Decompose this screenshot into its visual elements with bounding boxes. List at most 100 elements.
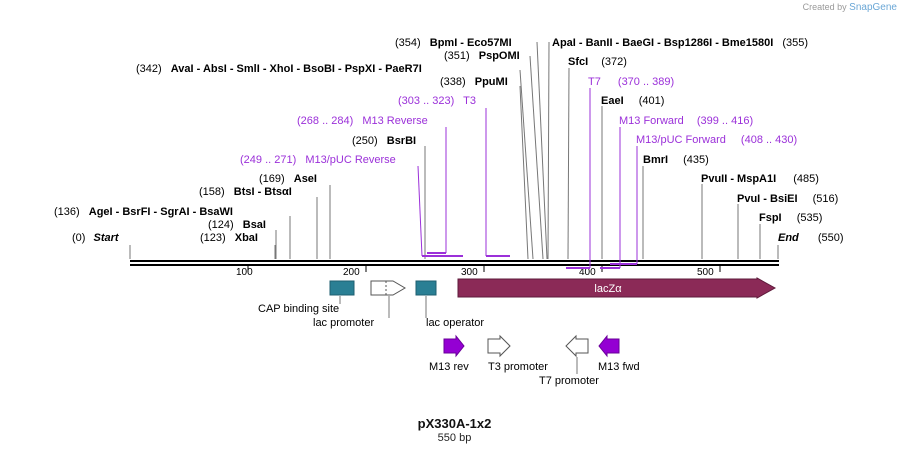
t7-range: (370 .. 389) bbox=[618, 76, 674, 88]
cap-binding-site-box[interactable] bbox=[329, 280, 355, 296]
ruler-label-400: 400 bbox=[579, 267, 596, 278]
cap-binding-site-label: CAP binding site bbox=[258, 303, 339, 315]
bsrbi-site-label[interactable]: (250) BsrBI bbox=[352, 135, 416, 147]
agei-site-label[interactable]: (136) AgeI - BsrFI - SgrAI - BsaWI bbox=[54, 206, 233, 218]
m13-forward-name: M13 Forward bbox=[619, 115, 684, 127]
ruler: 100 200 300 400 500 bbox=[236, 265, 721, 278]
xbai-pos: (123) bbox=[200, 232, 226, 244]
end-pos: (550) bbox=[818, 232, 844, 244]
agei-name: AgeI - BsrFI - SgrAI - BsaWI bbox=[89, 206, 233, 218]
pvui-pos: (516) bbox=[813, 193, 839, 205]
ppumi-pos: (338) bbox=[440, 76, 466, 88]
fspi-pos: (535) bbox=[797, 212, 823, 224]
start-pos: (0) bbox=[72, 232, 85, 244]
pvui-site-label[interactable]: PvuI - BsiEI (516) bbox=[737, 193, 838, 205]
apai-leader bbox=[547, 41, 550, 260]
bsai-site-label[interactable]: (124) BsaI bbox=[208, 219, 266, 231]
pspomi-pos: (351) bbox=[444, 50, 470, 62]
avai-site-label[interactable]: (342) AvaI - AbsI - SmlI - XhoI - BsoBI … bbox=[136, 63, 422, 75]
bsrbi-pos: (250) bbox=[352, 135, 378, 147]
sfci-name: SfcI bbox=[568, 56, 588, 68]
eaei-pos: (401) bbox=[639, 95, 665, 107]
bmri-site-label[interactable]: BmrI (435) bbox=[643, 154, 709, 166]
t3-promoter-label: T3 promoter bbox=[488, 361, 548, 373]
m13-reverse-name: M13 Reverse bbox=[362, 115, 427, 127]
t3-name: T3 bbox=[463, 95, 476, 107]
eaei-name: EaeI bbox=[601, 95, 624, 107]
lacz-alpha-arrow[interactable] bbox=[457, 277, 777, 299]
pvuii-name: PvuII - MspA1I bbox=[701, 173, 776, 185]
ruler-label-200: 200 bbox=[343, 267, 360, 278]
ppumi-leader bbox=[519, 85, 529, 260]
agei-pos: (136) bbox=[54, 206, 80, 218]
m13-puc-reverse-name: M13/pUC Reverse bbox=[305, 154, 395, 166]
sfci-pos: (372) bbox=[601, 56, 627, 68]
m13-rev-arrow[interactable] bbox=[443, 334, 465, 358]
primer-features-row: M13 rev T3 promoter T7 promoter M13 fwd bbox=[429, 334, 640, 387]
m13-reverse-label[interactable]: (268 .. 284) M13 Reverse bbox=[297, 115, 428, 127]
btsi-name: BtsI - BtsαI bbox=[234, 186, 292, 198]
bsrbi-name: BsrBI bbox=[387, 135, 416, 147]
avai-pos: (342) bbox=[136, 63, 162, 75]
ruler-label-100: 100 bbox=[236, 267, 253, 278]
ruler-label-500: 500 bbox=[697, 267, 714, 278]
btsi-site-label[interactable]: (158) BtsI - BtsαI bbox=[199, 186, 292, 198]
t7-label[interactable]: T7 (370 .. 389) bbox=[588, 76, 674, 88]
sfci-leader bbox=[567, 67, 570, 260]
xbai-site-label[interactable]: (123) XbaI bbox=[200, 232, 258, 244]
m13-reverse-range: (268 .. 284) bbox=[297, 115, 353, 127]
pspomi-site-label[interactable]: (351) PspOMI bbox=[444, 50, 520, 62]
sequence-backbone bbox=[130, 260, 779, 266]
t7-promoter-arrow[interactable] bbox=[565, 334, 589, 358]
plasmid-title: pX330A-1x2 bbox=[417, 416, 492, 431]
apai-pos: (355) bbox=[782, 37, 808, 49]
m13-puc-forward-name: M13/pUC Forward bbox=[636, 134, 726, 146]
asei-pos: (169) bbox=[259, 173, 285, 185]
features-row: lacZα CAP binding site lac promoter lac … bbox=[258, 277, 777, 329]
bsai-name: BsaI bbox=[243, 219, 266, 231]
ppumi-site-label[interactable]: (338) PpuMI bbox=[440, 76, 508, 88]
snapgene-logo: SnapGene bbox=[849, 2, 897, 13]
apai-name: ApaI - BanII - BaeGI - Bsp1286I - Bme158… bbox=[552, 37, 773, 49]
asei-name: AseI bbox=[294, 173, 317, 185]
avai-name: AvaI - AbsI - SmlI - XhoI - BsoBI - PspX… bbox=[171, 63, 422, 75]
bmri-name: BmrI bbox=[643, 154, 668, 166]
credit-prefix: Created by bbox=[802, 2, 847, 12]
ruler-label-300: 300 bbox=[461, 267, 478, 278]
m13-puc-forward-label[interactable]: M13/pUC Forward (408 .. 430) bbox=[636, 134, 797, 146]
m13-fwd-arrow[interactable] bbox=[598, 334, 620, 358]
lacz-alpha-label: lacZα bbox=[594, 283, 622, 295]
eaei-site-label[interactable]: EaeI (401) bbox=[601, 95, 664, 107]
t3-promoter-arrow[interactable] bbox=[487, 334, 511, 358]
sfci-site-label[interactable]: SfcI (372) bbox=[568, 56, 627, 68]
apai-site-label[interactable]: ApaI - BanII - BaeGI - Bsp1286I - Bme158… bbox=[552, 37, 808, 49]
m13-forward-label[interactable]: M13 Forward (399 .. 416) bbox=[619, 115, 753, 127]
bpmi-pos: (354) bbox=[395, 37, 421, 49]
lac-operator-box[interactable] bbox=[415, 280, 437, 296]
end-site-label[interactable]: End (550) bbox=[778, 232, 844, 244]
btsi-pos: (158) bbox=[199, 186, 225, 198]
m13-puc-reverse-label[interactable]: (249 .. 271) M13/pUC Reverse bbox=[240, 154, 396, 166]
start-site-label[interactable]: (0) Start bbox=[72, 232, 120, 244]
asei-site-label[interactable]: (169) AseI bbox=[259, 173, 317, 185]
end-name: End bbox=[778, 232, 799, 244]
plasmid-length: 550 bp bbox=[437, 432, 472, 444]
fspi-site-label[interactable]: FspI (535) bbox=[759, 212, 822, 224]
bpmi-site-label[interactable]: (354) BpmI - Eco57MI bbox=[395, 37, 512, 49]
lac-promoter-arrow[interactable] bbox=[370, 280, 406, 296]
site-labels: (0) Start End (550) (123) XbaI (124) Bsa… bbox=[54, 37, 844, 244]
pvui-name: PvuI - BsiEI bbox=[737, 193, 798, 205]
start-name: Start bbox=[94, 232, 120, 244]
pspomi-leader bbox=[529, 55, 544, 260]
m13-fwd-label: M13 fwd bbox=[598, 361, 640, 373]
bpmi-name: BpmI - Eco57MI bbox=[430, 37, 512, 49]
m13-puc-reverse-leader bbox=[417, 165, 423, 257]
m13-puc-reverse-range: (249 .. 271) bbox=[240, 154, 296, 166]
m13-puc-forward-range: (408 .. 430) bbox=[741, 134, 797, 146]
bmri-pos: (435) bbox=[683, 154, 709, 166]
xbai-name: XbaI bbox=[235, 232, 258, 244]
t3-label[interactable]: (303 .. 323) T3 bbox=[398, 95, 476, 107]
lac-promoter-label: lac promoter bbox=[313, 317, 374, 329]
pvuii-site-label[interactable]: PvuII - MspA1I (485) bbox=[701, 173, 819, 185]
